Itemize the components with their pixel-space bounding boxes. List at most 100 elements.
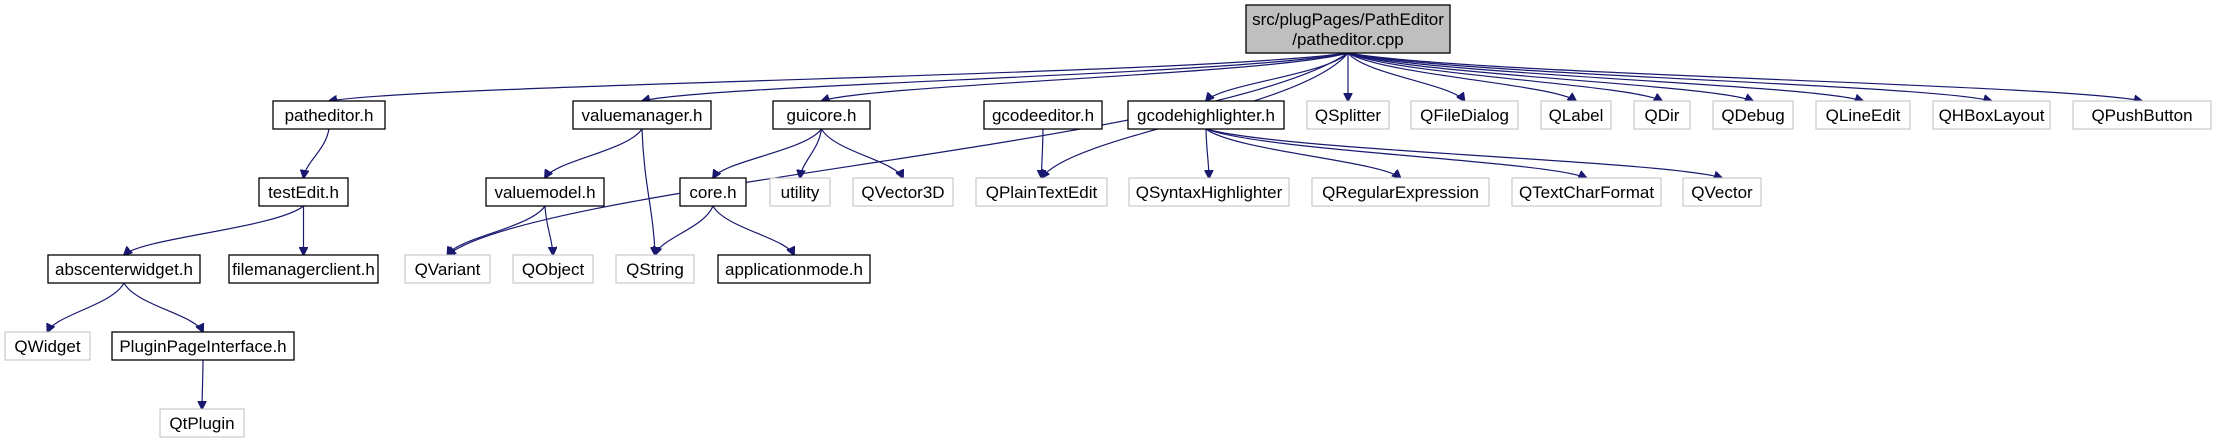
node-box-gcodehighlighter-h bbox=[1127, 100, 1285, 130]
node-qstring[interactable]: QString bbox=[615, 254, 695, 284]
node-qtplugin[interactable]: QtPlugin bbox=[159, 408, 245, 438]
edge-root-to-qlineedit bbox=[1347, 52, 1863, 101]
node-testedit-h[interactable]: testEdit.h bbox=[258, 177, 349, 207]
edge-guicore-h-to-core-h bbox=[713, 128, 822, 178]
node-box-patheditor-h bbox=[272, 100, 386, 130]
node-label-qstring: QString bbox=[626, 260, 684, 279]
edge-guicore-h-to-qvector3d bbox=[820, 128, 904, 178]
edge-gcodehighlighter-h-to-qsyntaxhighlighter bbox=[1206, 128, 1209, 178]
node-label-qplaintextedit: QPlainTextEdit bbox=[986, 183, 1098, 202]
edge-root-to-qvariant bbox=[448, 52, 1349, 255]
node-box-qfiledialog bbox=[1410, 100, 1519, 130]
node-qdir[interactable]: QDir bbox=[1633, 100, 1691, 130]
node-root[interactable]: src/plugPages/PathEditor/patheditor.cpp bbox=[1245, 4, 1451, 54]
node-qhboxlayout[interactable]: QHBoxLayout bbox=[1932, 100, 2051, 130]
node-gcodehighlighter-h[interactable]: gcodehighlighter.h bbox=[1127, 100, 1285, 130]
node-qobject[interactable]: QObject bbox=[512, 254, 594, 284]
node-qlineedit[interactable]: QLineEdit bbox=[1815, 100, 1911, 130]
edge-core-h-to-qstring bbox=[655, 205, 714, 255]
node-qsyntaxhighlighter[interactable]: QSyntaxHighlighter bbox=[1128, 177, 1290, 207]
edge-valuemanager-h-to-qstring bbox=[641, 128, 655, 255]
node-label-qvector3d: QVector3D bbox=[861, 183, 944, 202]
node-qvector[interactable]: QVector bbox=[1682, 177, 1762, 207]
node-applicationmode-h[interactable]: applicationmode.h bbox=[717, 254, 871, 284]
node-pluginpageinterface-h[interactable]: PluginPageInterface.h bbox=[111, 331, 295, 361]
node-label-qtplugin: QtPlugin bbox=[169, 414, 234, 433]
node-qvector3d[interactable]: QVector3D bbox=[852, 177, 954, 207]
node-box-pluginpageinterface-h bbox=[111, 331, 295, 361]
node-label-core-h: core.h bbox=[689, 183, 736, 202]
node-label-patheditor-h: patheditor.h bbox=[285, 106, 374, 125]
node-box-qsplitter bbox=[1306, 100, 1390, 130]
node-label-qhboxlayout: QHBoxLayout bbox=[1939, 106, 2045, 125]
edge-valuemodel-h-to-qobject bbox=[544, 205, 553, 255]
node-box-qhboxlayout bbox=[1932, 100, 2051, 130]
node-qregularexpression[interactable]: QRegularExpression bbox=[1311, 177, 1490, 207]
node-box-applicationmode-h bbox=[717, 254, 871, 284]
node-qvariant[interactable]: QVariant bbox=[404, 254, 491, 284]
node-box-utility bbox=[769, 177, 831, 207]
node-gcodeeditor-h[interactable]: gcodeeditor.h bbox=[983, 100, 1103, 130]
edge-core-h-to-applicationmode-h bbox=[712, 205, 794, 255]
node-box-qplaintextedit bbox=[975, 177, 1108, 207]
node-label-qregularexpression: QRegularExpression bbox=[1322, 183, 1479, 202]
edge-pluginpageinterface-h-to-qtplugin bbox=[202, 359, 203, 409]
node-qpushbutton[interactable]: QPushButton bbox=[2072, 100, 2212, 130]
node-valuemodel-h[interactable]: valuemodel.h bbox=[485, 177, 605, 207]
edge-testedit-h-to-abscenterwidget-h bbox=[124, 205, 304, 255]
edge-gcodehighlighter-h-to-qvector bbox=[1205, 128, 1722, 178]
node-abscenterwidget-h[interactable]: abscenterwidget.h bbox=[47, 254, 201, 284]
edge-root-to-qdir bbox=[1347, 52, 1662, 101]
node-box-qtextcharformat bbox=[1511, 177, 1662, 207]
node-label-qdebug: QDebug bbox=[1721, 106, 1784, 125]
node-core-h[interactable]: core.h bbox=[679, 177, 747, 207]
node-label-root-line2: /patheditor.cpp bbox=[1292, 30, 1404, 49]
node-label-qtextcharformat: QTextCharFormat bbox=[1519, 183, 1654, 202]
edge-root-to-valuemanager-h bbox=[642, 52, 1349, 101]
node-box-qobject bbox=[512, 254, 594, 284]
node-qtextcharformat[interactable]: QTextCharFormat bbox=[1511, 177, 1662, 207]
edge-guicore-h-to-utility bbox=[800, 128, 823, 178]
edge-root-to-gcodehighlighter-h bbox=[1206, 52, 1349, 101]
node-box-qdebug bbox=[1712, 100, 1794, 130]
node-label-qsyntaxhighlighter: QSyntaxHighlighter bbox=[1136, 183, 1283, 202]
node-box-qvector bbox=[1682, 177, 1762, 207]
node-label-testedit-h: testEdit.h bbox=[268, 183, 339, 202]
node-label-root-line1: src/plugPages/PathEditor bbox=[1252, 10, 1444, 29]
node-label-filemanagerclient-h: filemanagerclient.h bbox=[232, 260, 375, 279]
node-qsplitter[interactable]: QSplitter bbox=[1306, 100, 1390, 130]
node-label-qfiledialog: QFileDialog bbox=[1420, 106, 1509, 125]
node-qplaintextedit[interactable]: QPlainTextEdit bbox=[975, 177, 1108, 207]
node-box-qdir bbox=[1633, 100, 1691, 130]
node-utility[interactable]: utility bbox=[769, 177, 831, 207]
node-label-applicationmode-h: applicationmode.h bbox=[725, 260, 863, 279]
node-qlabel[interactable]: QLabel bbox=[1540, 100, 1612, 130]
node-box-qvector3d bbox=[852, 177, 954, 207]
node-guicore-h[interactable]: guicore.h bbox=[772, 100, 871, 130]
edge-root-to-patheditor-h bbox=[329, 52, 1349, 101]
node-box-qregularexpression bbox=[1311, 177, 1490, 207]
node-box-qsyntaxhighlighter bbox=[1128, 177, 1290, 207]
node-patheditor-h[interactable]: patheditor.h bbox=[272, 100, 386, 130]
node-filemanagerclient-h[interactable]: filemanagerclient.h bbox=[228, 254, 379, 284]
edge-root-to-qpushbutton bbox=[1347, 52, 2142, 101]
node-box-root bbox=[1245, 4, 1451, 54]
edge-abscenterwidget-h-to-qwidget bbox=[48, 282, 125, 332]
node-label-guicore-h: guicore.h bbox=[787, 106, 857, 125]
node-label-qsplitter: QSplitter bbox=[1315, 106, 1381, 125]
node-label-qvector: QVector bbox=[1691, 183, 1753, 202]
node-label-qvariant: QVariant bbox=[415, 260, 481, 279]
edge-root-to-guicore-h bbox=[822, 52, 1349, 101]
node-box-qtplugin bbox=[159, 408, 245, 438]
node-qdebug[interactable]: QDebug bbox=[1712, 100, 1794, 130]
edge-valuemodel-h-to-qvariant bbox=[448, 205, 546, 255]
node-label-qpushbutton: QPushButton bbox=[2091, 106, 2192, 125]
node-valuemanager-h[interactable]: valuemanager.h bbox=[572, 100, 712, 130]
edge-gcodeeditor-h-to-qplaintextedit bbox=[1042, 128, 1044, 178]
node-qwidget[interactable]: QWidget bbox=[4, 331, 91, 361]
edge-root-to-qhboxlayout bbox=[1347, 52, 1992, 101]
node-label-gcodehighlighter-h: gcodehighlighter.h bbox=[1137, 106, 1275, 125]
node-label-qlabel: QLabel bbox=[1549, 106, 1604, 125]
node-qfiledialog[interactable]: QFileDialog bbox=[1410, 100, 1519, 130]
node-box-valuemodel-h bbox=[485, 177, 605, 207]
